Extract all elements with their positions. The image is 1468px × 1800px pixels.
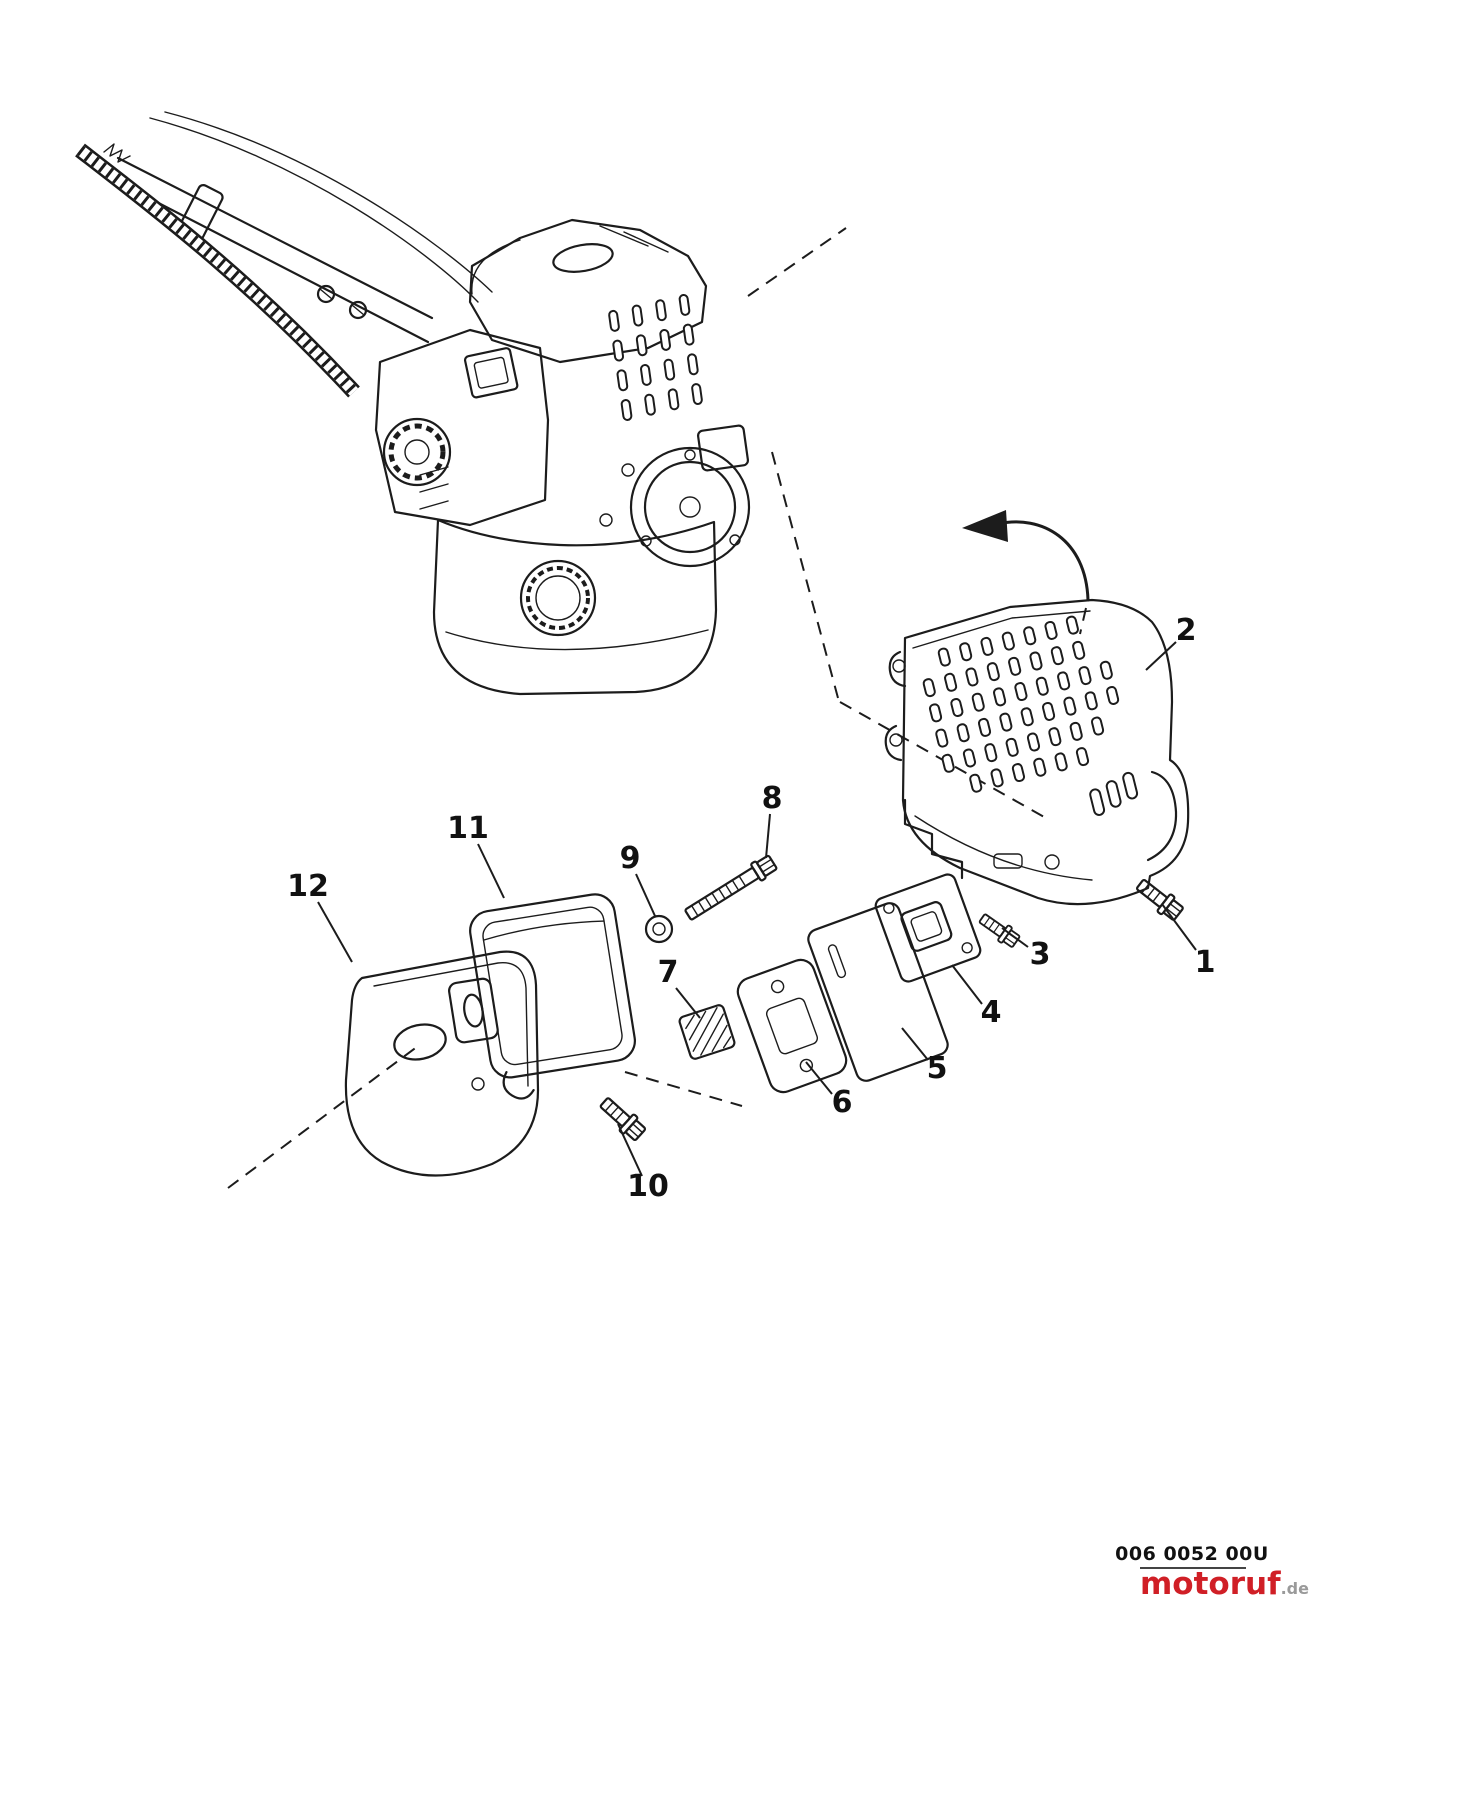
guard-part-12 (344, 950, 540, 1177)
muffler-part-11 (448, 893, 636, 1100)
muffler-hook (502, 1071, 535, 1100)
cylinder-fins (607, 293, 704, 422)
cover-handle (1146, 770, 1178, 862)
callout-5: 5 (927, 1051, 948, 1086)
callout-7: 7 (658, 955, 679, 990)
clutch-drum (629, 446, 751, 568)
gasket-part-7 (678, 1004, 736, 1060)
fuel-tank (432, 518, 718, 696)
drive-shaft-assembly (75, 111, 493, 398)
knob (382, 417, 452, 487)
mount-tab (888, 650, 907, 688)
callout-9: 9 (620, 841, 641, 876)
bracket-part-4 (874, 873, 982, 983)
screw-part-10 (595, 1092, 649, 1145)
air-filter-cover (463, 347, 519, 399)
fuel-cap (519, 559, 597, 637)
callout-6: 6 (832, 1085, 853, 1120)
callout-11: 11 (447, 811, 489, 846)
cover-vent-slots (921, 614, 1121, 794)
brand-tld: .de (1281, 1579, 1310, 1598)
mount-tab (884, 724, 903, 762)
carburetor-block (374, 328, 550, 527)
callout-2: 2 (1176, 613, 1197, 648)
footer: 006 0052 00U motoruf.de (1115, 1543, 1309, 1602)
screw-part-1 (1132, 874, 1187, 924)
cylinder-shroud (468, 218, 708, 364)
shaft-break-mark (103, 143, 131, 163)
callout-12: 12 (287, 869, 329, 904)
cover-handle-slots (1089, 771, 1139, 816)
footer-part-code: 006 0052 00U (1115, 1543, 1269, 1565)
bolt-part-8 (684, 854, 778, 921)
callout-leaders (317, 641, 1197, 1177)
brand-name: motoruf (1140, 1566, 1281, 1602)
gasket-part-6 (736, 958, 848, 1094)
callout-10: 10 (627, 1169, 669, 1204)
throttle-cable (149, 117, 479, 303)
callout-1: 1 (1195, 945, 1216, 980)
callout-3: 3 (1030, 937, 1051, 972)
muffler-cover-part-2 (884, 598, 1190, 906)
throttle-cable-2 (164, 111, 493, 293)
brand-watermark: motoruf.de (1140, 1566, 1309, 1602)
screw-part-3 (975, 909, 1023, 951)
engine-assembly (374, 218, 751, 696)
callout-4: 4 (981, 995, 1002, 1030)
flex-conduit (75, 143, 360, 398)
washer-part-9 (644, 914, 674, 944)
callout-8: 8 (762, 781, 783, 816)
rotate-arrow (962, 510, 1090, 602)
callout-numbers: 1 2 3 4 5 6 7 8 9 10 11 12 (287, 613, 1215, 1204)
